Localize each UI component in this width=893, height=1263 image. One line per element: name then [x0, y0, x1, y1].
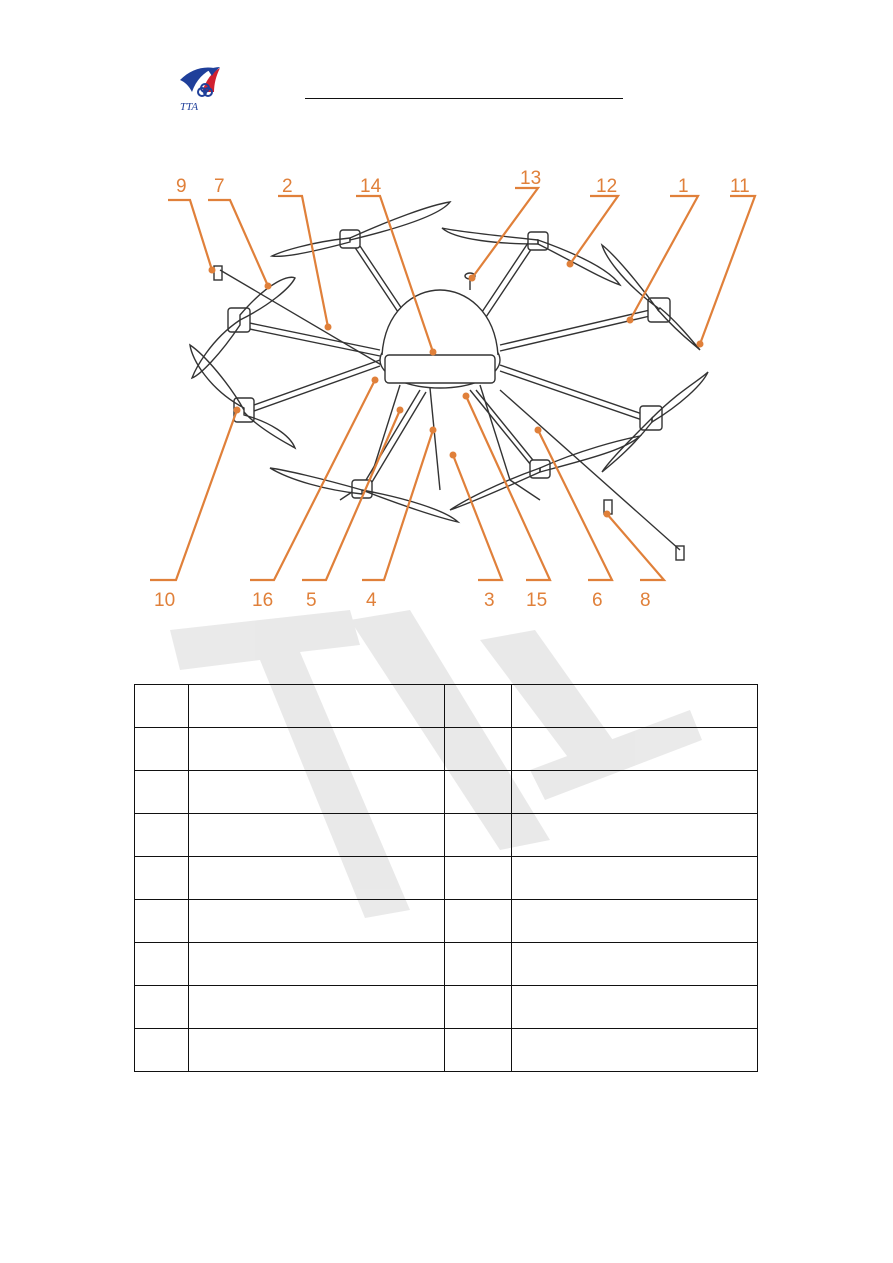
logo-text: TTA [180, 101, 198, 113]
table-cell [134, 727, 189, 771]
table-cell [444, 770, 512, 814]
table-cell [511, 985, 758, 1029]
callout-15: 15 [526, 590, 547, 611]
arm-left [239, 359, 381, 411]
table-cell [444, 684, 512, 728]
table-cell [511, 684, 758, 728]
table-cell [188, 1028, 445, 1072]
callout-2: 2 [282, 176, 293, 197]
callout-5: 5 [306, 590, 317, 611]
header-rule [305, 98, 623, 99]
callout-8: 8 [640, 590, 651, 611]
callout-4: 4 [366, 590, 377, 611]
arm-front-left [359, 389, 421, 491]
drone-diagram: 9 7 2 14 13 12 1 11 10 16 5 4 3 15 6 8 [140, 160, 760, 620]
table-cell [444, 727, 512, 771]
arm-left-front [234, 319, 381, 351]
callout-3: 3 [484, 590, 495, 611]
callout-14: 14 [360, 176, 382, 197]
table-cell [444, 1028, 512, 1072]
table-cell [188, 899, 445, 943]
table-cell [188, 770, 445, 814]
table-cell [511, 899, 758, 943]
table-cell [188, 727, 445, 771]
table-row [134, 899, 758, 943]
table-cell [511, 856, 758, 900]
table-row [134, 1028, 758, 1072]
callout-16: 16 [252, 590, 273, 611]
arm-front-right [469, 389, 536, 471]
table-row [134, 770, 758, 814]
table-cell [134, 899, 189, 943]
callout-7: 7 [214, 176, 225, 197]
tta-logo: TTA [172, 62, 232, 114]
table-row [134, 813, 758, 857]
table-cell [188, 985, 445, 1029]
table-cell [134, 856, 189, 900]
table-cell [188, 942, 445, 986]
callout-11: 11 [730, 176, 750, 197]
table-cell [444, 899, 512, 943]
table-row [134, 985, 758, 1029]
table-cell [444, 942, 512, 986]
arm-right [499, 309, 651, 346]
table-cell [134, 985, 189, 1029]
table-cell [134, 942, 189, 986]
callout-6: 6 [592, 590, 603, 611]
table-cell [188, 684, 445, 728]
arm-right-front [499, 364, 646, 416]
table-row [134, 942, 758, 986]
table-row [134, 856, 758, 900]
table-cell [188, 856, 445, 900]
table-cell [134, 813, 189, 857]
callout-10: 10 [154, 590, 175, 611]
table-cell [134, 684, 189, 728]
callout-9: 9 [176, 176, 187, 197]
table-cell [511, 770, 758, 814]
table-cell [444, 856, 512, 900]
callout-1: 1 [678, 176, 689, 197]
table-cell [188, 813, 445, 857]
table-cell [444, 985, 512, 1029]
table-cell [511, 942, 758, 986]
callout-13: 13 [520, 168, 541, 189]
tta-logo-icon: TTA [180, 67, 220, 113]
table-cell [511, 727, 758, 771]
callout-12: 12 [596, 176, 617, 197]
parts-table [134, 684, 758, 1072]
table-cell [444, 813, 512, 857]
table-cell [134, 770, 189, 814]
table-row [134, 684, 758, 728]
table-cell [134, 1028, 189, 1072]
drone-drawing: 9 7 2 14 13 12 1 11 10 16 5 4 3 15 6 8 [150, 168, 757, 611]
table-row [134, 727, 758, 771]
table-cell [511, 813, 758, 857]
table-cell [511, 1028, 758, 1072]
